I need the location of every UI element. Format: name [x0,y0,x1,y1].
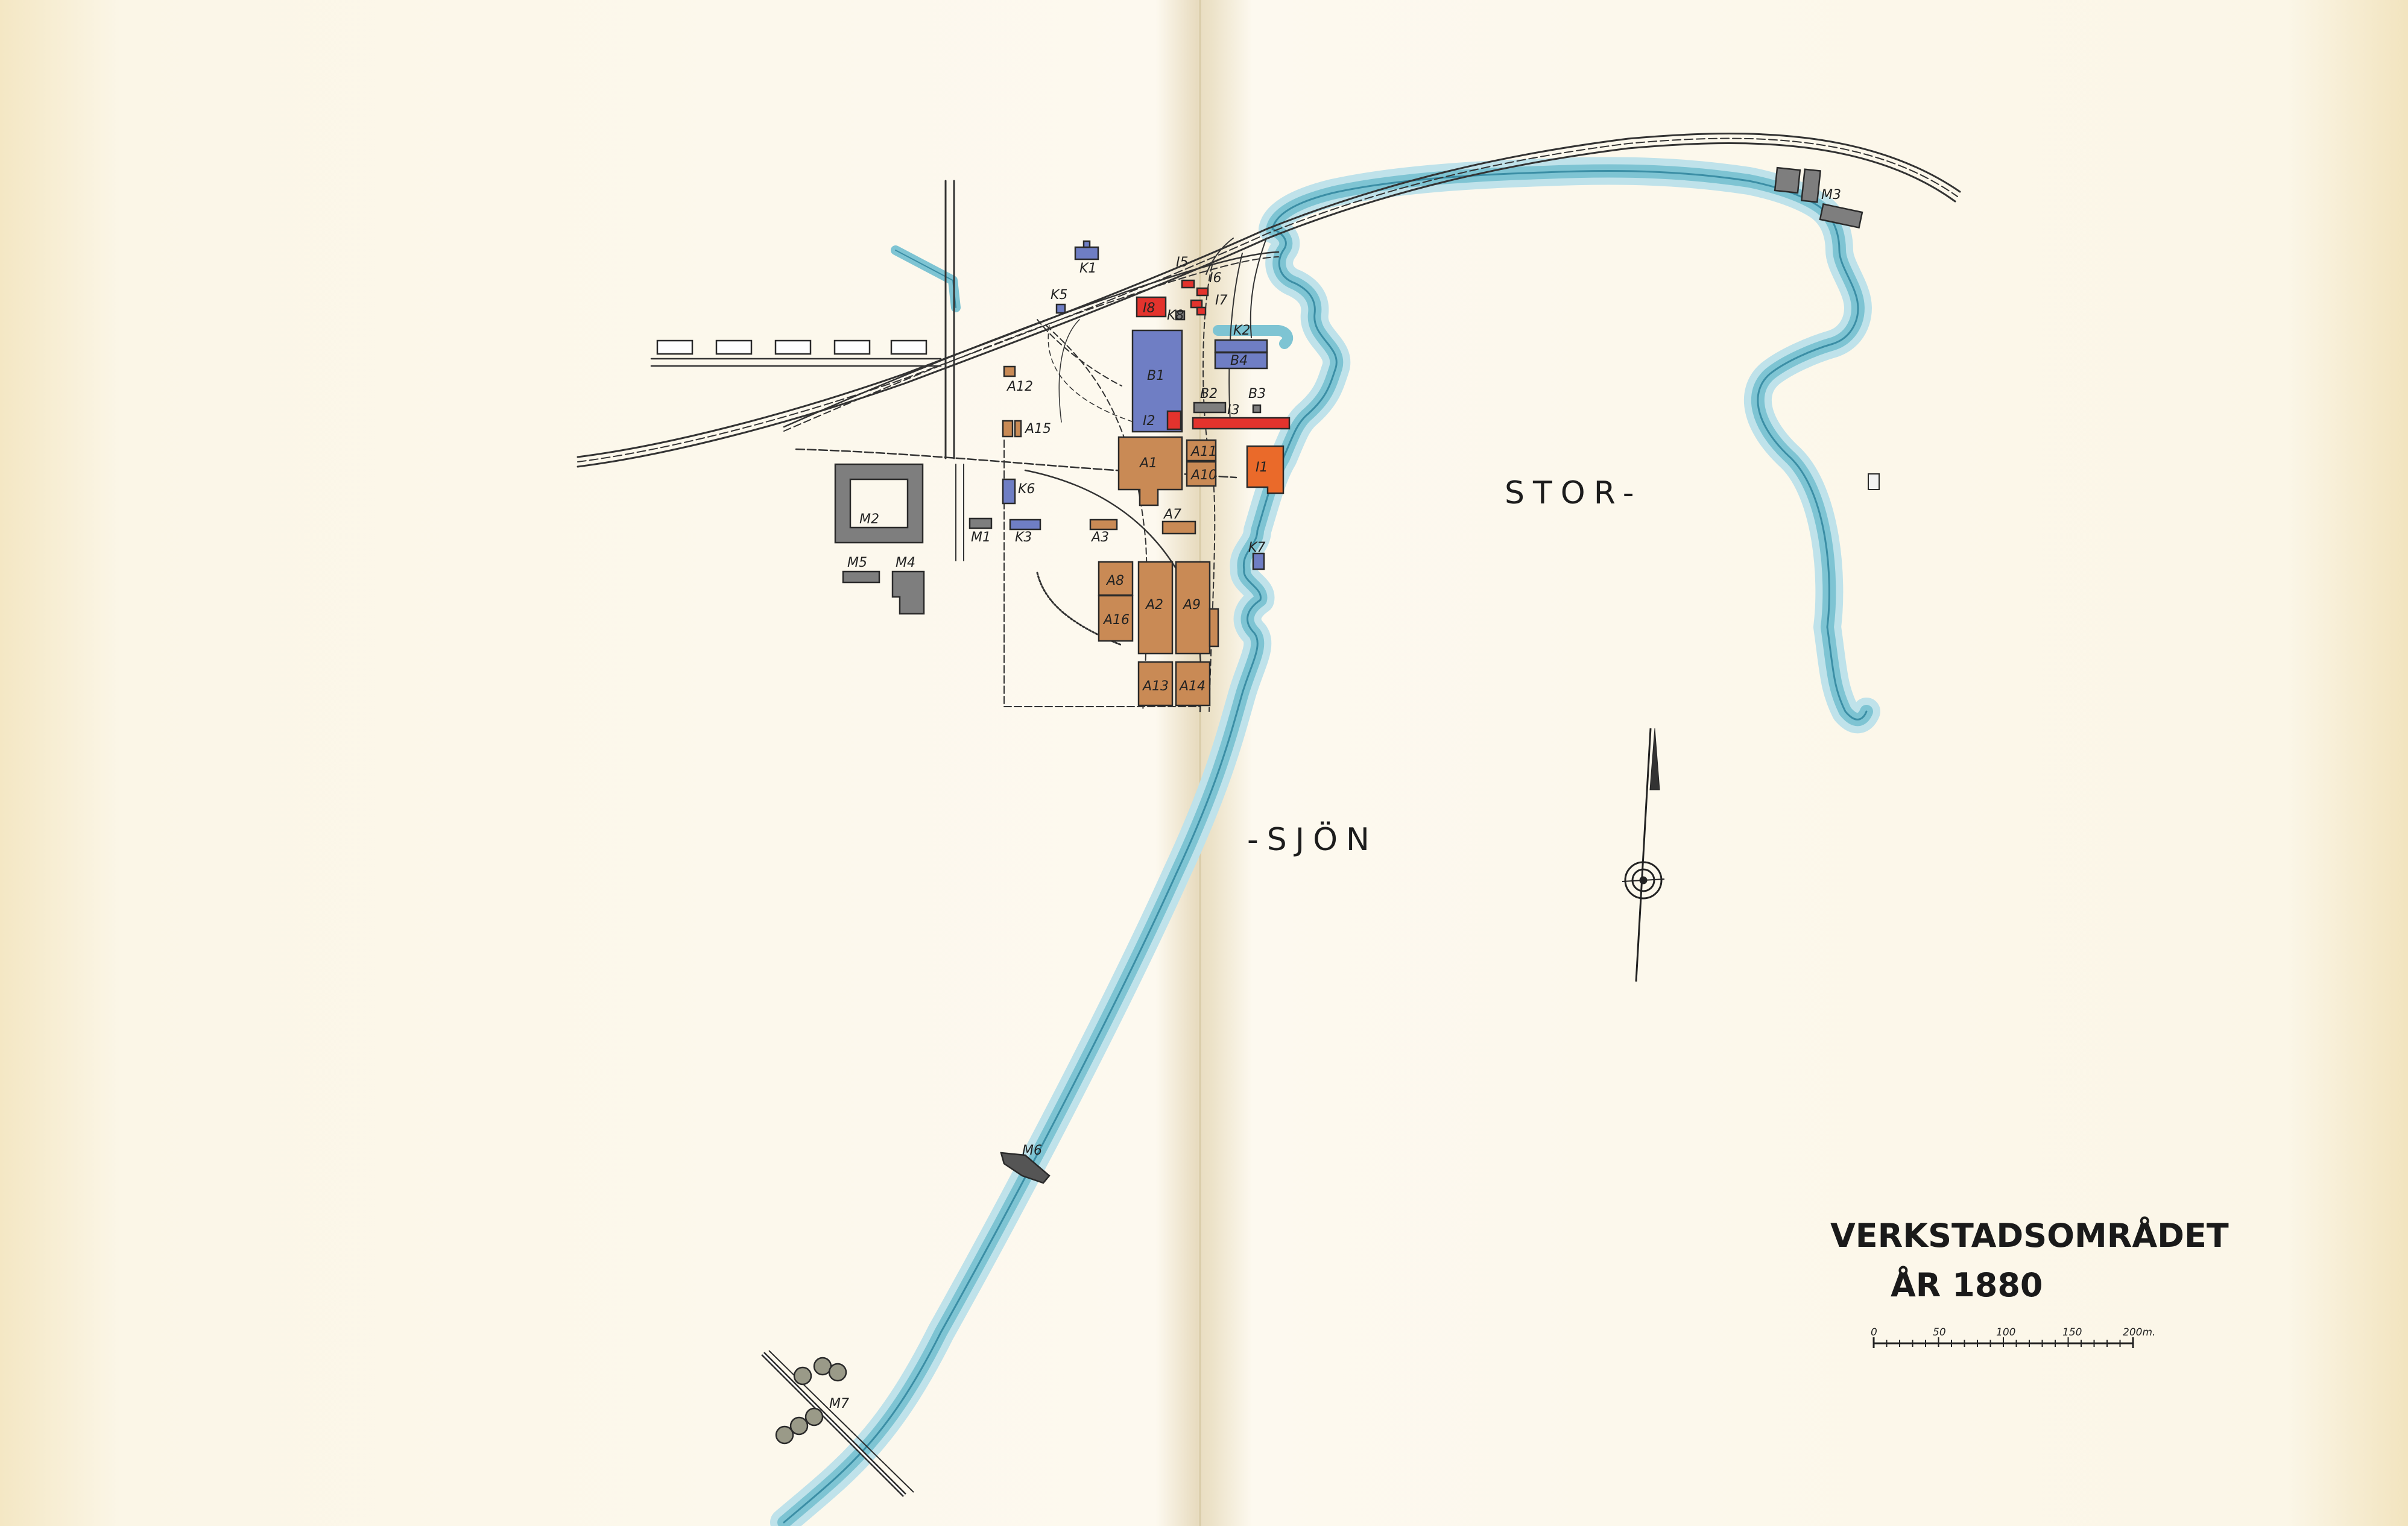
building-A3 [1089,519,1118,531]
building-A10 [1186,461,1217,487]
building-A13 [1137,661,1174,707]
label-A1: A1 [1139,456,1157,471]
label-I6: I6 [1209,271,1222,286]
label-I5: I5 [1176,255,1189,270]
label-M4: M4 [896,555,915,570]
label-K1: K1 [1079,261,1096,276]
building-A14 [1175,661,1211,707]
building-K3 [1009,519,1041,531]
building-M7 [761,1350,914,1497]
building-I8 [1136,296,1167,318]
label-I1: I1 [1256,460,1268,475]
scale-label-200: 200m. [2123,1326,2155,1338]
label-I2: I2 [1143,414,1155,429]
label-B3: B3 [1248,386,1266,402]
scale-ticks [1886,1337,2121,1347]
label-A2: A2 [1145,597,1163,613]
building-M1 [969,517,993,529]
building-M3 [1774,166,1801,194]
scale-label-50: 50 [1933,1326,1946,1338]
lake-label-sjon: -SJÖN [1247,821,1378,858]
label-M6: M6 [1022,1143,1042,1158]
building-K1 [1074,246,1099,260]
scale-label-150: 150 [2062,1326,2082,1338]
label-M1: M1 [971,530,991,545]
label-A8: A8 [1105,573,1124,588]
building-A11 [1186,439,1217,462]
label-A11: A11 [1190,444,1217,459]
label-B4: B4 [1230,353,1248,368]
label-K7: K7 [1248,540,1265,555]
label-K5: K5 [1051,288,1067,303]
building-A2 [1137,561,1174,655]
building-A16 [1098,594,1134,642]
scale-label-0: 0 [1871,1326,1877,1338]
map-title-line1: VERKSTADSOMRÅDET [1830,1217,2229,1255]
building-I3 [1192,417,1291,430]
building-labels: K1 K5 I8 K8 I5 I6 I7 K2 B4 B1 I2 B2 B3 I… [829,188,1841,1411]
building-K7 [1252,552,1265,570]
building-I2 [1166,410,1182,430]
roadside-box [890,339,927,355]
lake-marker [1868,473,1880,490]
label-K2: K2 [1233,323,1250,338]
building-A7 [1161,520,1196,535]
label-A14: A14 [1178,679,1206,694]
building-K2 [1214,339,1268,353]
map-title-line2: ÅR 1880 [1891,1266,2043,1304]
label-I3: I3 [1227,403,1240,418]
label-I8: I8 [1143,301,1155,316]
building-A9 [1175,561,1211,655]
label-A15: A15 [1024,421,1051,437]
building-M5 [842,570,880,584]
building-M6 [1000,1152,1051,1184]
building-B2 [1193,402,1227,414]
lake-shoreline [770,157,1880,1526]
lake-label-stor: STOR- [1505,475,1643,511]
label-M5: M5 [847,555,867,570]
scale-label-100: 100 [1996,1326,2015,1338]
roadside-box [774,339,812,355]
building-K5 [1055,303,1066,314]
label-K8: K8 [1167,308,1184,323]
label-A13: A13 [1142,679,1169,694]
building-K8 [1175,310,1186,321]
roadside-box [656,339,694,355]
scale-bar: 0 50 100 150 200m. [1871,1326,2155,1348]
label-M3: M3 [1821,188,1841,203]
label-A10: A10 [1190,468,1217,483]
buildings [656,166,1880,1497]
roadside-box [833,339,871,355]
label-A12: A12 [1006,379,1033,394]
building-B3 [1252,404,1262,414]
label-A9: A9 [1182,597,1201,613]
label-K3: K3 [1015,530,1032,545]
label-M2: M2 [859,512,879,527]
label-B2: B2 [1200,386,1218,402]
building-I7 [1190,299,1203,309]
label-A16: A16 [1102,613,1130,628]
building-A15 [1002,420,1014,438]
building-B4 [1214,352,1268,370]
label-M7: M7 [829,1396,849,1411]
roadside-box [715,339,753,355]
label-A7: A7 [1163,507,1181,522]
label-I7: I7 [1215,293,1228,308]
building-M2 [834,463,924,544]
north-arrow-icon [1622,728,1665,982]
building-A12 [1003,365,1016,377]
building-I5 [1181,279,1195,289]
building-A1 [1117,436,1183,506]
building-I1 [1246,445,1285,494]
label-B1: B1 [1147,368,1164,383]
building-K6 [1002,478,1016,505]
main-railway [577,133,1961,458]
building-M4 [891,570,925,615]
label-A3: A3 [1090,530,1109,545]
building-I6 [1196,287,1209,297]
inlet [1213,325,1294,349]
label-K6: K6 [1018,482,1035,497]
